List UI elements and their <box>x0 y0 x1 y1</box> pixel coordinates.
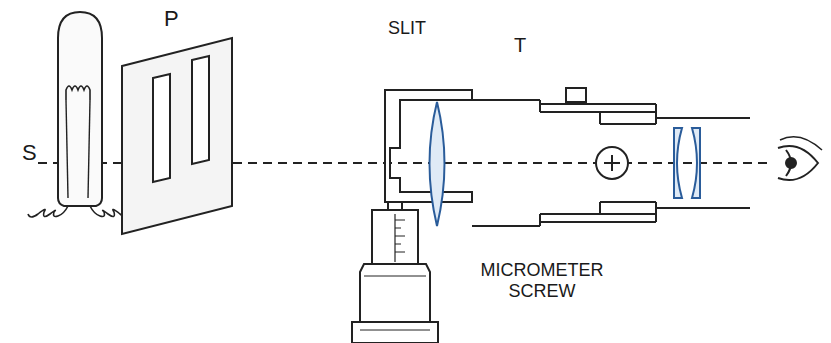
eyepiece-lenses <box>674 128 700 198</box>
crosswire <box>596 147 628 179</box>
part-name: S <box>22 140 37 165</box>
part-name: SLIT <box>388 18 426 39</box>
slit-holder <box>385 90 472 202</box>
part-name: P <box>164 6 179 31</box>
telescope-tube <box>472 88 750 226</box>
micrometer-screw <box>352 202 438 343</box>
eye-symbol <box>778 137 822 180</box>
part-name: T <box>514 34 526 57</box>
part-label: MICROMETER SCREW <box>452 260 632 301</box>
lamp-symbol <box>28 12 130 217</box>
objective-lens <box>430 102 445 226</box>
double-slit-plate <box>122 38 232 234</box>
